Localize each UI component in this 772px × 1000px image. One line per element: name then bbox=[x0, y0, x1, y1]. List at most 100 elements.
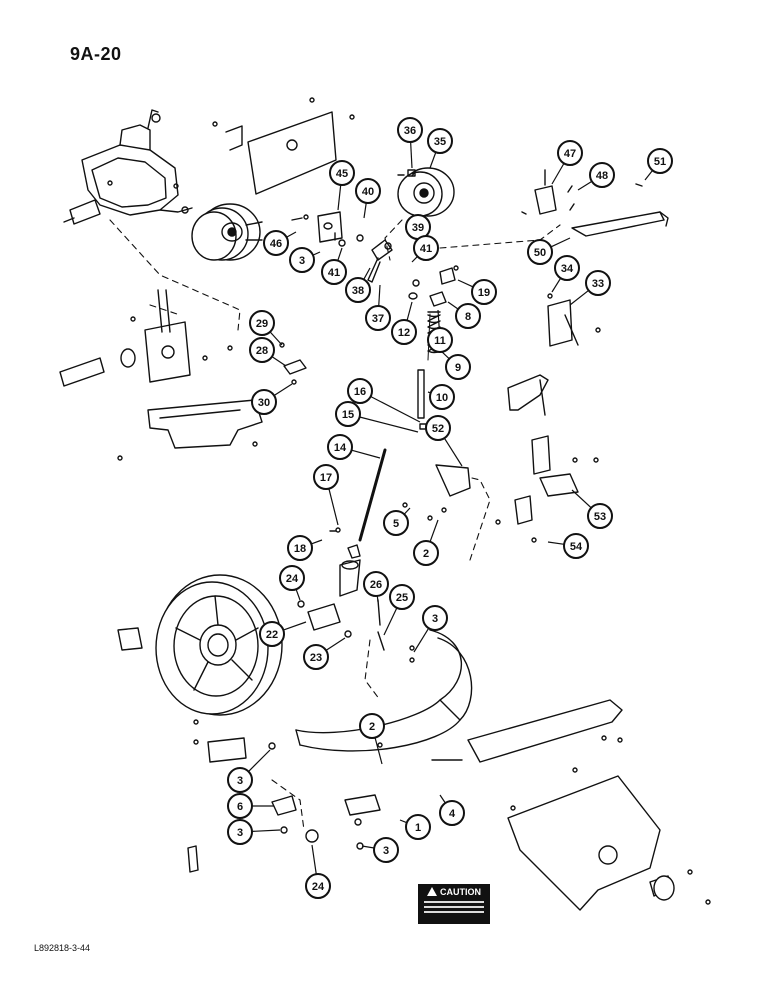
callout-number: 1 bbox=[415, 822, 421, 834]
callout-leader bbox=[378, 284, 381, 307]
callout-circle bbox=[391, 319, 417, 345]
callout-38: 38 bbox=[345, 267, 371, 303]
callout-12: 12 bbox=[391, 301, 417, 345]
callout-leader bbox=[325, 637, 346, 651]
callout-circle bbox=[589, 162, 615, 188]
callout-circle bbox=[413, 540, 439, 566]
callout-28: 28 bbox=[249, 337, 287, 367]
callout-48: 48 bbox=[577, 162, 615, 191]
callout-circle bbox=[425, 415, 451, 441]
callout-3: 3 bbox=[227, 819, 281, 845]
callout-leader bbox=[410, 141, 413, 169]
callout-leader bbox=[311, 844, 317, 875]
callout-number: 9 bbox=[455, 362, 461, 374]
callout-number: 26 bbox=[370, 579, 382, 591]
callout-circle bbox=[439, 800, 465, 826]
callout-circle bbox=[445, 354, 471, 380]
callout-10: 10 bbox=[427, 384, 455, 410]
callout-53: 53 bbox=[571, 489, 613, 529]
callout-circle bbox=[647, 148, 673, 174]
callout-15: 15 bbox=[335, 401, 419, 433]
callout-4: 4 bbox=[439, 794, 465, 826]
callout-34: 34 bbox=[551, 255, 580, 293]
callout-leader bbox=[374, 737, 383, 765]
callout-circle bbox=[345, 277, 371, 303]
warning-triangle-icon bbox=[427, 887, 437, 896]
callout-37: 37 bbox=[365, 284, 391, 331]
callout-25: 25 bbox=[383, 584, 415, 636]
callout-number: 46 bbox=[270, 238, 282, 250]
caution-fine-print-decal bbox=[424, 901, 484, 916]
callout-circle bbox=[422, 605, 448, 631]
caution-decal: CAUTION bbox=[418, 884, 490, 924]
callout-circle bbox=[471, 279, 497, 305]
callout-leader bbox=[363, 202, 367, 219]
callout-leader bbox=[437, 309, 440, 329]
callout-24: 24 bbox=[305, 844, 331, 899]
callout-leader bbox=[337, 247, 343, 261]
callout-circle bbox=[585, 270, 611, 296]
callout-leader bbox=[547, 541, 565, 545]
callout-3: 3 bbox=[227, 749, 271, 793]
callout-19: 19 bbox=[457, 279, 497, 305]
callout-16: 16 bbox=[347, 378, 421, 423]
drawing-reference-code: L892818-3-44 bbox=[34, 943, 91, 953]
callout-number: 6 bbox=[237, 801, 243, 813]
callout-circle bbox=[249, 337, 275, 363]
callout-circle bbox=[227, 793, 253, 819]
callout-circle bbox=[251, 389, 277, 415]
caution-heading: CAUTION bbox=[420, 887, 488, 897]
callout-leader bbox=[363, 267, 371, 280]
callout-circle bbox=[305, 873, 331, 899]
callout-leader bbox=[439, 794, 446, 804]
callout-number: 53 bbox=[594, 511, 606, 523]
callout-circle bbox=[427, 128, 453, 154]
callout-26: 26 bbox=[363, 571, 389, 603]
main-pulley bbox=[117, 574, 283, 716]
callout-circle bbox=[383, 510, 409, 536]
callout-number: 35 bbox=[434, 136, 446, 148]
callout-18: 18 bbox=[287, 535, 323, 561]
drive-pulley bbox=[191, 203, 263, 261]
callout-number: 28 bbox=[256, 345, 268, 357]
callout-47: 47 bbox=[551, 140, 583, 185]
callout-5: 5 bbox=[383, 507, 411, 536]
callout-number: 16 bbox=[354, 386, 366, 398]
callout-leader bbox=[551, 163, 565, 185]
callout-circle bbox=[249, 310, 275, 336]
callout-leader bbox=[429, 519, 439, 542]
callout-24: 24 bbox=[279, 565, 305, 601]
callout-33: 33 bbox=[569, 270, 611, 306]
callout-3: 3 bbox=[361, 837, 399, 863]
brake-band bbox=[295, 629, 473, 850]
callout-36: 36 bbox=[397, 117, 423, 169]
callout-number: 17 bbox=[320, 472, 332, 484]
callout-number: 45 bbox=[336, 168, 348, 180]
callout-number: 3 bbox=[299, 255, 305, 267]
callout-number: 54 bbox=[570, 541, 583, 553]
callout-23: 23 bbox=[303, 637, 346, 670]
callout-circle bbox=[259, 621, 285, 647]
callout-leader bbox=[351, 449, 381, 459]
callout-40: 40 bbox=[355, 178, 381, 219]
callout-number: 36 bbox=[404, 125, 416, 137]
callout-circle bbox=[413, 235, 439, 261]
callout-number: 14 bbox=[334, 442, 347, 454]
callout-6: 6 bbox=[227, 793, 274, 819]
callout-number: 29 bbox=[256, 318, 268, 330]
callout-leader bbox=[271, 356, 287, 367]
idler-pulley bbox=[397, 167, 455, 217]
callout-leader bbox=[328, 488, 339, 526]
callout-3: 3 bbox=[289, 247, 321, 273]
callout-35: 35 bbox=[427, 128, 453, 169]
callout-leader bbox=[359, 416, 419, 433]
callout-51: 51 bbox=[644, 148, 673, 181]
callout-circle bbox=[554, 255, 580, 281]
callout-leader bbox=[571, 489, 592, 509]
lower-left-parts bbox=[187, 719, 319, 873]
callout-30: 30 bbox=[251, 383, 293, 415]
callout-9: 9 bbox=[439, 349, 471, 380]
callout-leader bbox=[443, 437, 463, 467]
callout-8: 8 bbox=[447, 301, 481, 329]
